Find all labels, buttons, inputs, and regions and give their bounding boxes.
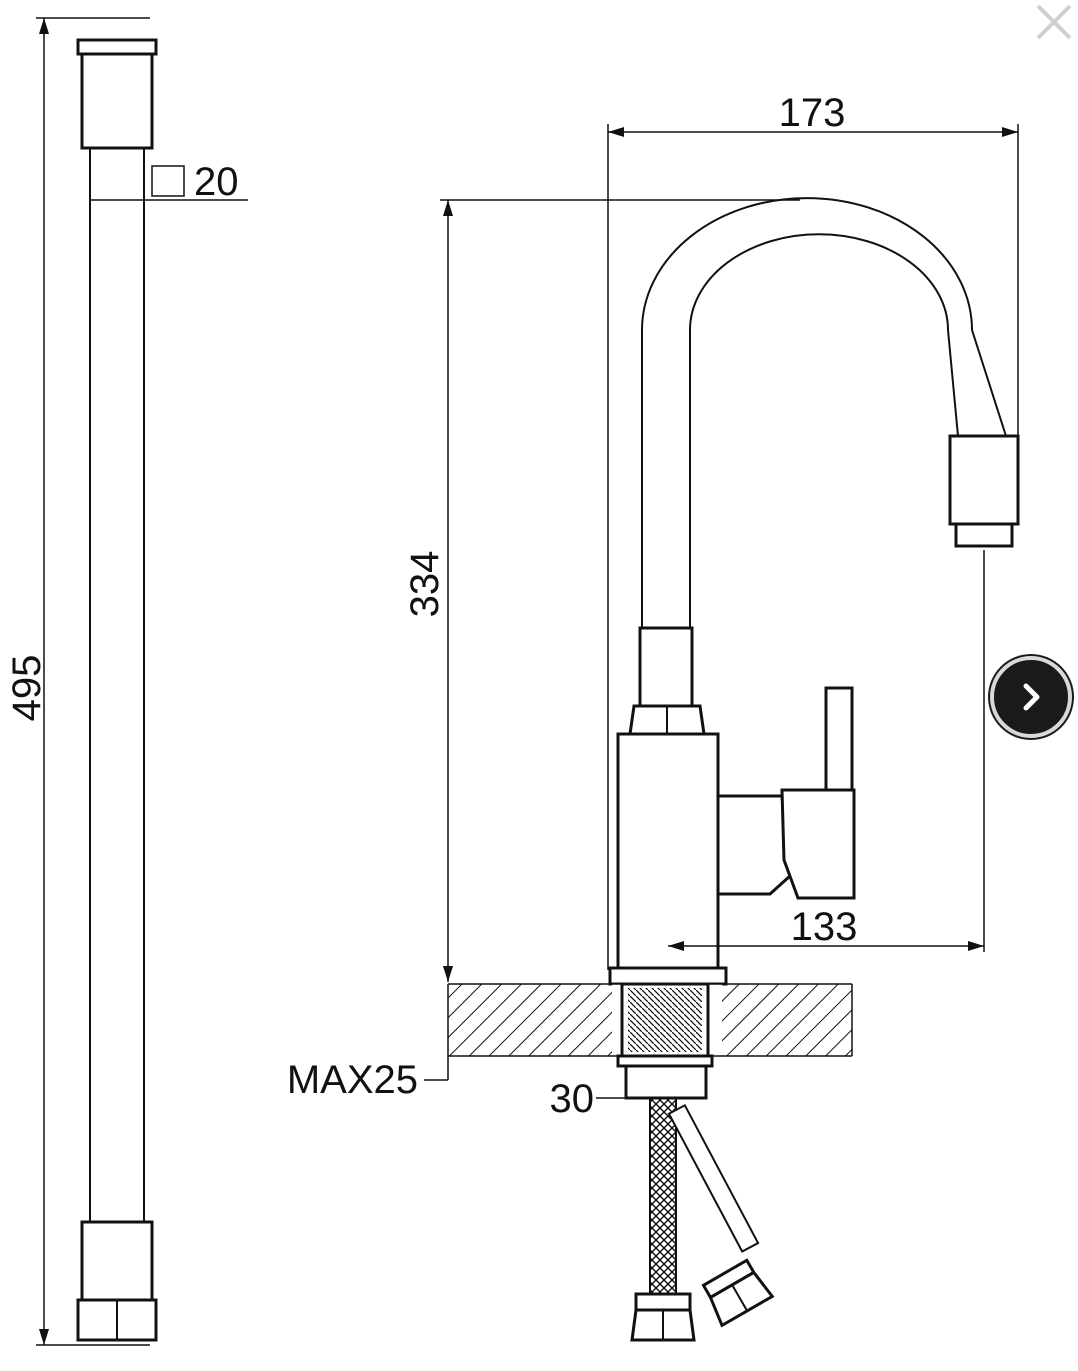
reach-label: 173 [779,91,846,135]
hose-length-label: 495 [5,655,49,722]
close-button[interactable] [1026,0,1076,44]
hose-size-label: 20 [194,160,239,204]
max-thickness-label: MAX25 [287,1058,418,1102]
faucet-drawing [424,124,1020,1342]
close-icon [1036,4,1072,40]
next-image-button[interactable] [990,656,1072,738]
spout-to-base-label: 133 [791,905,858,949]
chevron-right-icon [1023,683,1040,711]
hose-drawing [36,17,248,1346]
height-label: 334 [403,551,447,618]
thread-size-label: 30 [550,1077,595,1121]
square-size-icon [151,165,185,197]
